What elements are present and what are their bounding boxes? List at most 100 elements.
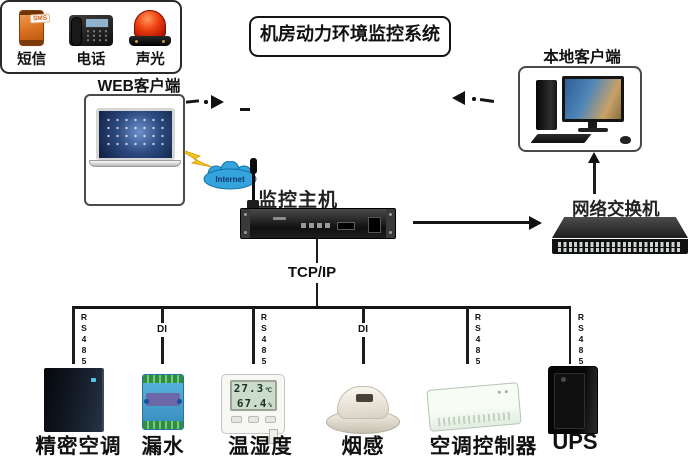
smoke-detector-slot — [356, 394, 373, 402]
arrow-dot — [472, 97, 476, 101]
ups-logo — [561, 377, 566, 382]
terminal-strip — [143, 375, 183, 383]
notify-box-stub-line — [240, 108, 250, 111]
telephone-keypad — [84, 29, 109, 42]
thermo-hygrometer-icon: 27.3 ℃ 67.4 % — [221, 374, 285, 444]
lightning-icon — [184, 150, 213, 168]
siren-screw — [135, 40, 139, 43]
thermo-button — [248, 416, 259, 423]
monitor-host-label: 监控主机 — [258, 190, 339, 211]
cloud-icon: Internet — [203, 161, 257, 190]
link-label-di: DI — [149, 323, 175, 337]
humidity-value: 67.4 — [236, 396, 268, 410]
screw-icon — [244, 213, 247, 216]
smoke-detector-dome — [337, 386, 389, 419]
device-label-ac-controller: 空调控制器 — [429, 435, 538, 458]
internet-label: Internet — [215, 175, 245, 184]
thermo-button — [265, 416, 276, 423]
drop-line-ups — [568, 307, 571, 364]
switch-port-row — [558, 247, 682, 252]
thermo-button — [231, 416, 242, 423]
device-label-leak: 漏水 — [141, 435, 185, 458]
switch-top-face — [552, 217, 688, 238]
thermo-lcd: 27.3 ℃ 67.4 % — [230, 380, 277, 411]
siren-screw — [162, 40, 166, 43]
controller-led — [504, 390, 508, 394]
leak-module-body — [143, 383, 183, 421]
switch-front-face — [552, 239, 688, 254]
host-logo — [273, 217, 286, 220]
bus-line — [72, 306, 571, 309]
controller-vents — [437, 411, 513, 427]
arrow-dot — [204, 100, 208, 104]
ups-front-panel — [554, 373, 585, 429]
pc-mouse-icon — [620, 136, 631, 144]
rack-host-icon — [240, 208, 396, 239]
antenna-base — [247, 200, 259, 209]
leak-module-band — [146, 393, 180, 406]
network-switch-label: 网络交换机 — [572, 199, 660, 219]
lightning-bolt — [184, 150, 213, 168]
alarm-notify-box: SMS 短信 电话 — [0, 0, 182, 74]
humidity-unit: % — [268, 401, 272, 409]
leak-led — [144, 399, 149, 404]
link-label-rs485: RS485 — [79, 312, 89, 367]
pc-monitor-stand — [588, 122, 597, 129]
laptop-screen-icons — [104, 116, 168, 146]
pc-monitor-base — [578, 128, 608, 132]
host-slot — [337, 222, 355, 230]
pc-keyboard-icon — [530, 134, 592, 143]
host-power-inlet — [368, 217, 381, 233]
screw-icon — [389, 231, 392, 234]
local-client-box — [518, 66, 642, 152]
antenna-mast — [252, 164, 255, 208]
siren-base — [129, 36, 172, 46]
arrowhead-right-icon — [529, 216, 542, 230]
telephone-display — [84, 18, 109, 28]
host-rack-ear — [386, 209, 395, 238]
lcd-temp-row: 27.3 ℃ — [233, 382, 272, 398]
device-label-precision-ac: 精密空调 — [35, 435, 122, 458]
temp-value: 27.3 — [233, 382, 265, 395]
screw-icon — [244, 231, 247, 234]
arrowhead-right-icon — [211, 95, 224, 109]
precision-ac-icon — [44, 368, 104, 432]
sms-phone-icon: SMS — [19, 10, 51, 46]
arrowhead-left-icon — [452, 91, 465, 105]
water-leak-module-icon — [142, 374, 184, 430]
host-ports — [301, 223, 331, 228]
drop-line-ac-controller — [466, 307, 469, 364]
arrow-dash — [479, 98, 495, 103]
siren-dome — [134, 10, 167, 37]
diagram-title-box: 机房动力环境监控系统 — [249, 16, 451, 57]
web-client-box — [84, 94, 185, 206]
host-to-switch-line — [413, 221, 530, 224]
temp-unit: ℃ — [265, 387, 272, 394]
arrowhead-up-icon — [588, 152, 600, 163]
notify-label-phone: 电话 — [76, 52, 106, 68]
terminal-strip — [143, 421, 183, 429]
local-client-label: 本地客户端 — [543, 49, 621, 66]
host-rack-ear — [241, 209, 250, 238]
thermo-probe — [269, 429, 278, 444]
arrow-dash — [185, 99, 200, 104]
screw-icon — [389, 213, 392, 216]
phone-bottom-bar — [20, 40, 44, 45]
device-label-ups: UPS — [552, 429, 598, 454]
link-label-di: DI — [350, 323, 376, 337]
page-title: 机房动力环境监控系统 — [260, 24, 440, 44]
leak-led — [177, 399, 182, 404]
link-label-rs485: RS485 — [473, 312, 483, 367]
notify-item-phone: 电话 — [64, 6, 118, 69]
controller-led — [497, 390, 501, 394]
switch-port-row — [558, 242, 682, 247]
smoke-detector-icon — [326, 386, 400, 434]
pc-tower-icon — [536, 80, 557, 130]
link-label-rs485: RS485 — [576, 312, 586, 367]
telephone-handset — [70, 17, 82, 46]
ac-controller-icon — [426, 382, 522, 432]
ac-logo — [91, 378, 96, 382]
drop-line-precision-ac — [72, 307, 75, 364]
device-label-thermo: 温湿度 — [228, 435, 293, 458]
